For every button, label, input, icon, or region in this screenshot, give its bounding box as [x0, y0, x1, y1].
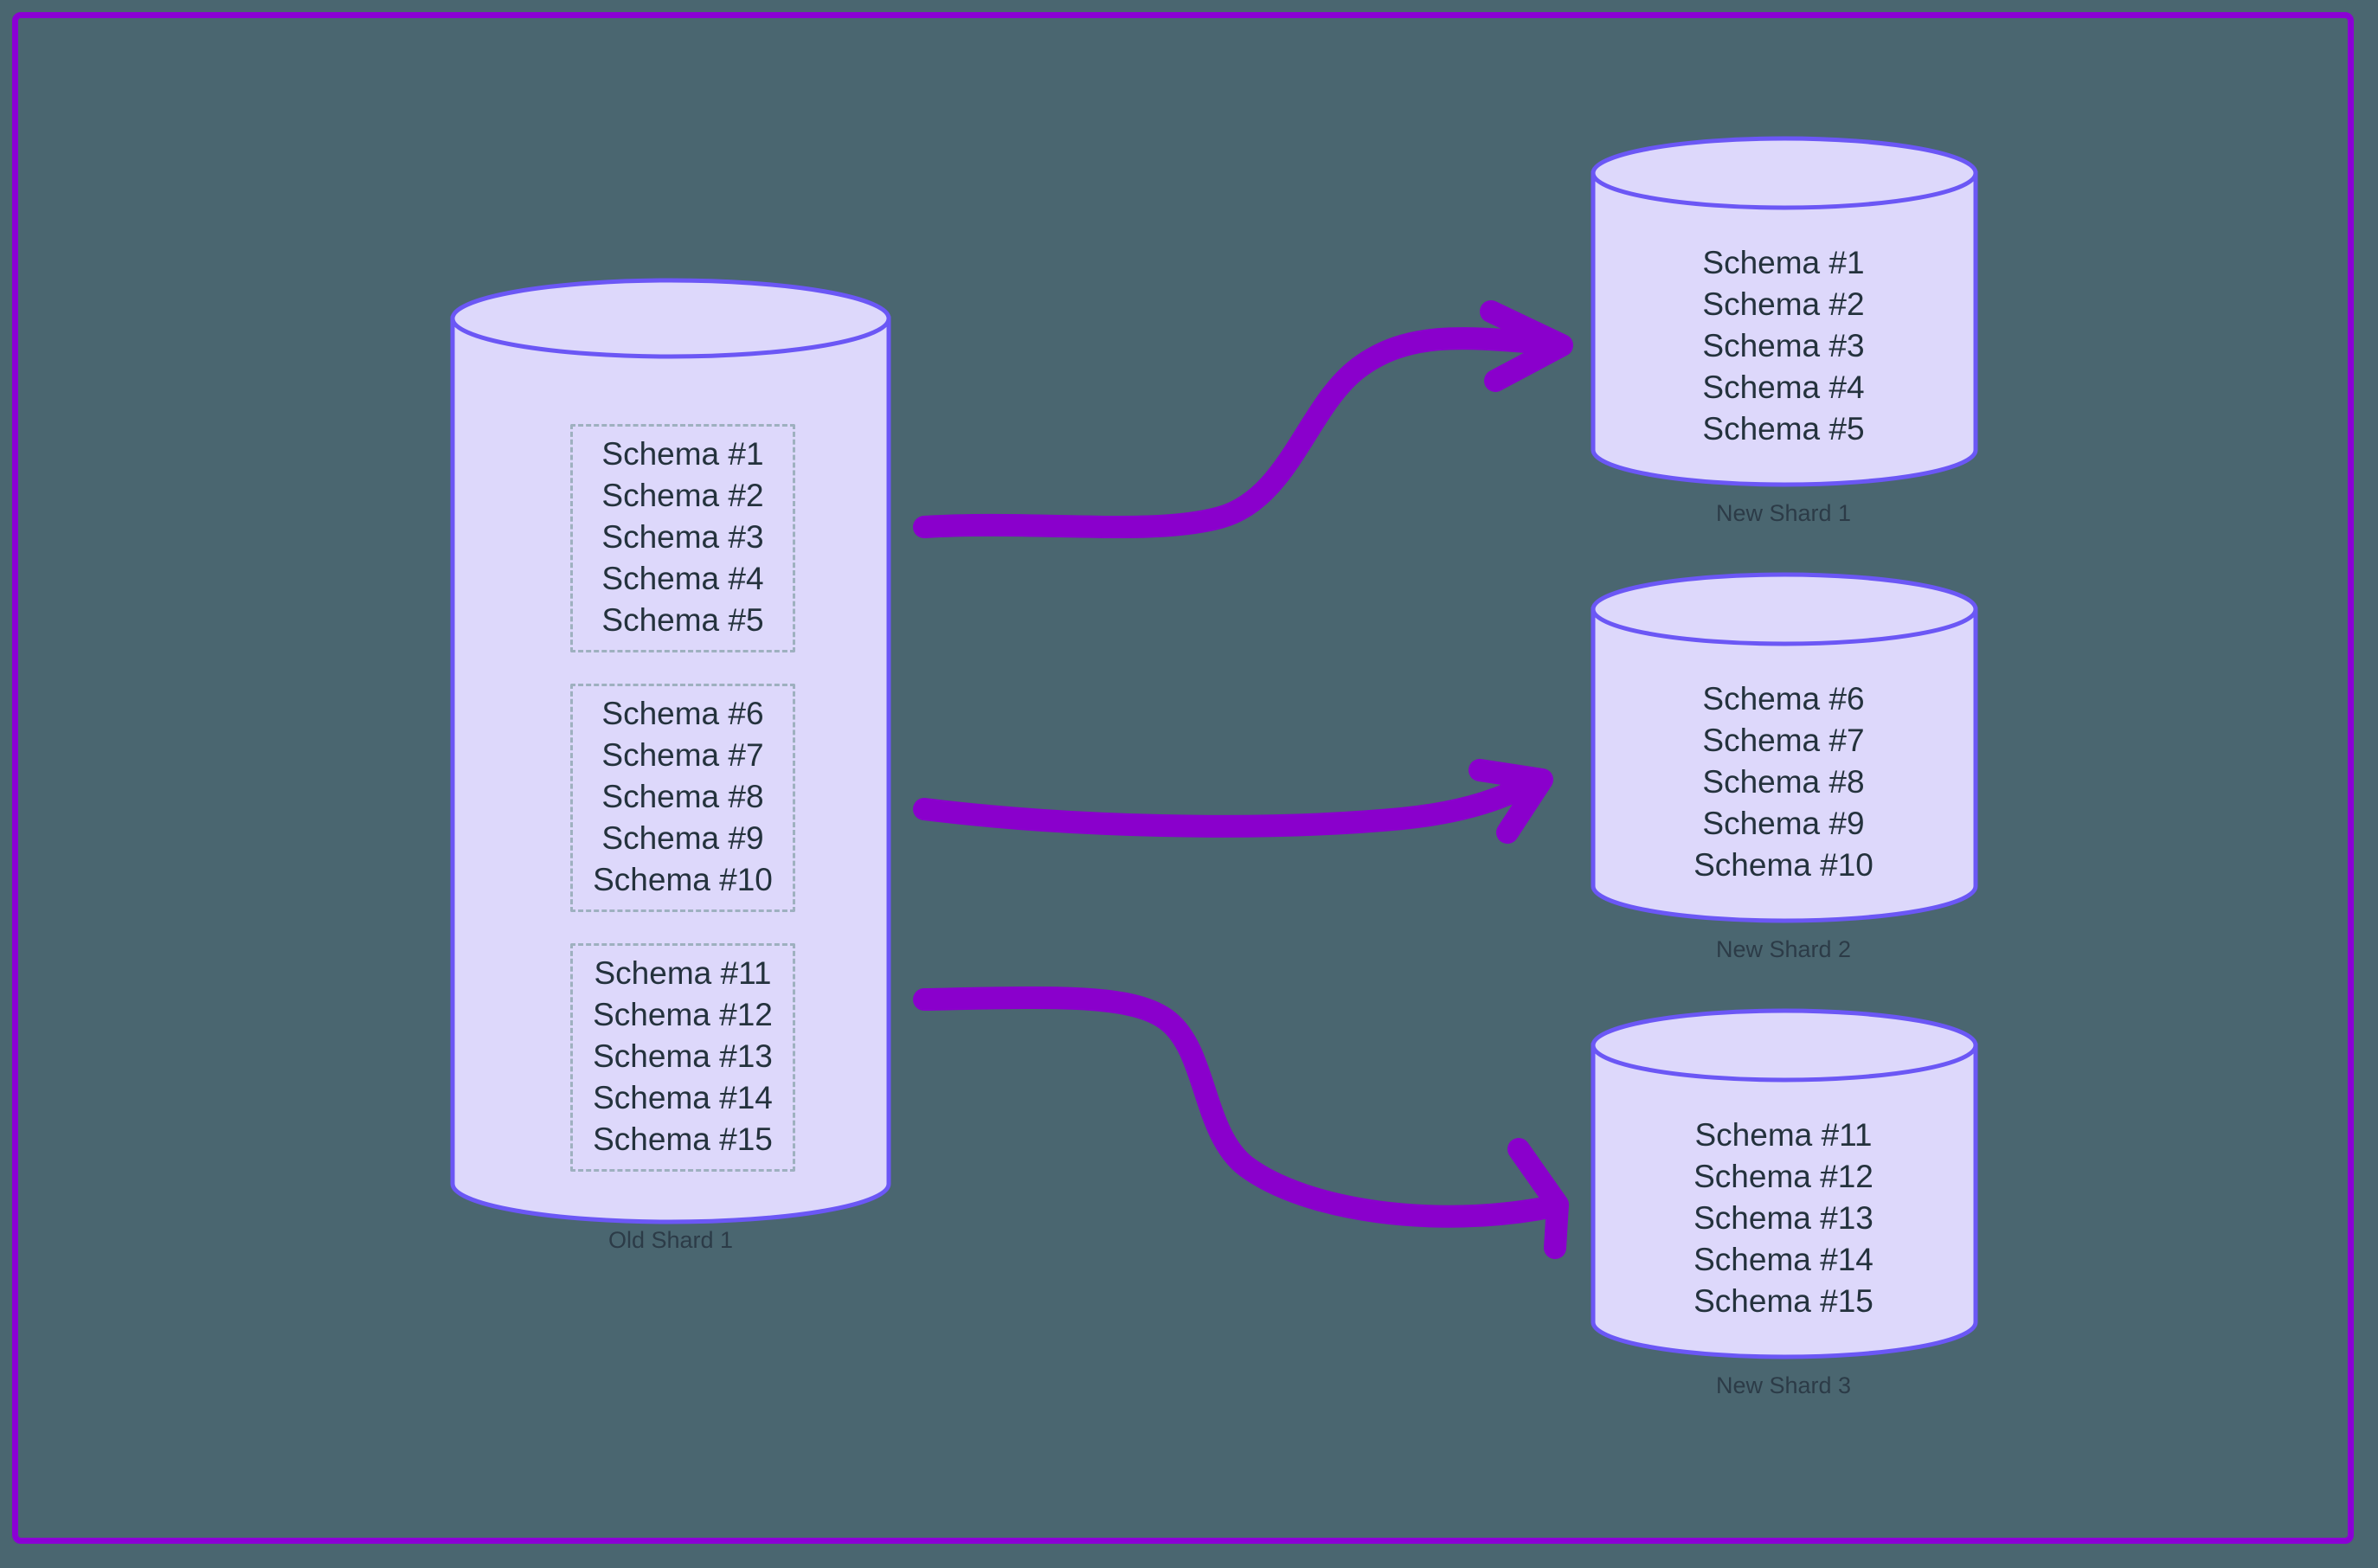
- schema-item: Schema #12: [1694, 1159, 1873, 1194]
- schema-item: Schema #13: [1694, 1200, 1873, 1236]
- schema-item: Schema #6: [1702, 681, 1865, 717]
- old-shard-1-schema-groups: Schema #1 Schema #2 Schema #3 Schema #4 …: [570, 424, 795, 1172]
- schema-item: Schema #14: [593, 1080, 773, 1115]
- schema-item: Schema #10: [593, 862, 773, 897]
- new-shard-1[interactable]: Schema #1 Schema #2 Schema #3 Schema #4 …: [1589, 137, 1978, 492]
- schema-item: Schema #2: [1702, 286, 1865, 322]
- schema-item: Schema #5: [1702, 411, 1865, 447]
- arrow-to-new-shard-1: [913, 300, 1573, 539]
- schema-item: Schema #15: [593, 1121, 773, 1157]
- schema-item: Schema #7: [1702, 723, 1865, 758]
- new-shard-1-label: New Shard 1: [1715, 500, 1852, 526]
- old-shard-1-group-2[interactable]: Schema #6 Schema #7 Schema #8 Schema #9 …: [570, 684, 795, 912]
- new-shard-2[interactable]: Schema #6 Schema #7 Schema #8 Schema #9 …: [1589, 573, 1978, 928]
- schema-item: Schema #2: [601, 478, 764, 513]
- new-shard-2-cylinder[interactable]: [1591, 572, 1978, 923]
- schema-item: Schema #4: [1702, 370, 1865, 405]
- schema-item: Schema #11: [1694, 1117, 1873, 1153]
- schema-item: Schema #6: [601, 696, 764, 731]
- schema-item: Schema #15: [1694, 1283, 1873, 1319]
- new-shard-2-label: New Shard 2: [1715, 936, 1852, 962]
- schema-item: Schema #8: [601, 779, 764, 814]
- new-shard-3[interactable]: Schema #11 Schema #12 Schema #13 Schema …: [1589, 1009, 1978, 1364]
- old-shard-1[interactable]: Schema #1 Schema #2 Schema #3 Schema #4 …: [449, 277, 892, 1229]
- schema-item: Schema #13: [593, 1038, 773, 1074]
- new-shard-3-label: New Shard 3: [1715, 1372, 1852, 1398]
- arrow-to-new-shard-2: [913, 759, 1553, 844]
- new-shard-1-schema-list: Schema #1 Schema #2 Schema #3 Schema #4 …: [1589, 242, 1978, 450]
- schema-item: Schema #1: [601, 436, 764, 472]
- old-shard-1-group-1[interactable]: Schema #1 Schema #2 Schema #3 Schema #4 …: [570, 424, 795, 652]
- new-shard-3-cylinder[interactable]: [1591, 1008, 1978, 1359]
- schema-item: Schema #14: [1694, 1242, 1873, 1277]
- old-shard-1-label: Old Shard 1: [607, 1227, 734, 1253]
- schema-item: Schema #3: [1702, 328, 1865, 363]
- schema-item: Schema #1: [1702, 245, 1865, 280]
- schema-item: Schema #10: [1694, 847, 1873, 883]
- new-shard-1-cylinder[interactable]: [1591, 136, 1978, 487]
- schema-item: Schema #3: [601, 519, 764, 555]
- arrow-to-new-shard-3: [913, 986, 1569, 1259]
- new-shard-3-schema-list: Schema #11 Schema #12 Schema #13 Schema …: [1589, 1115, 1978, 1322]
- schema-item: Schema #7: [601, 737, 764, 773]
- schema-item: Schema #4: [601, 561, 764, 596]
- schema-item: Schema #5: [601, 602, 764, 638]
- old-shard-1-cylinder[interactable]: [450, 278, 891, 1224]
- schema-item: Schema #8: [1702, 764, 1865, 800]
- schema-item: Schema #9: [601, 820, 764, 856]
- schema-item: Schema #12: [593, 997, 773, 1032]
- new-shard-2-schema-list: Schema #6 Schema #7 Schema #8 Schema #9 …: [1589, 678, 1978, 886]
- schema-item: Schema #11: [594, 955, 772, 991]
- old-shard-1-group-3[interactable]: Schema #11 Schema #12 Schema #13 Schema …: [570, 943, 795, 1172]
- schema-item: Schema #9: [1702, 806, 1865, 841]
